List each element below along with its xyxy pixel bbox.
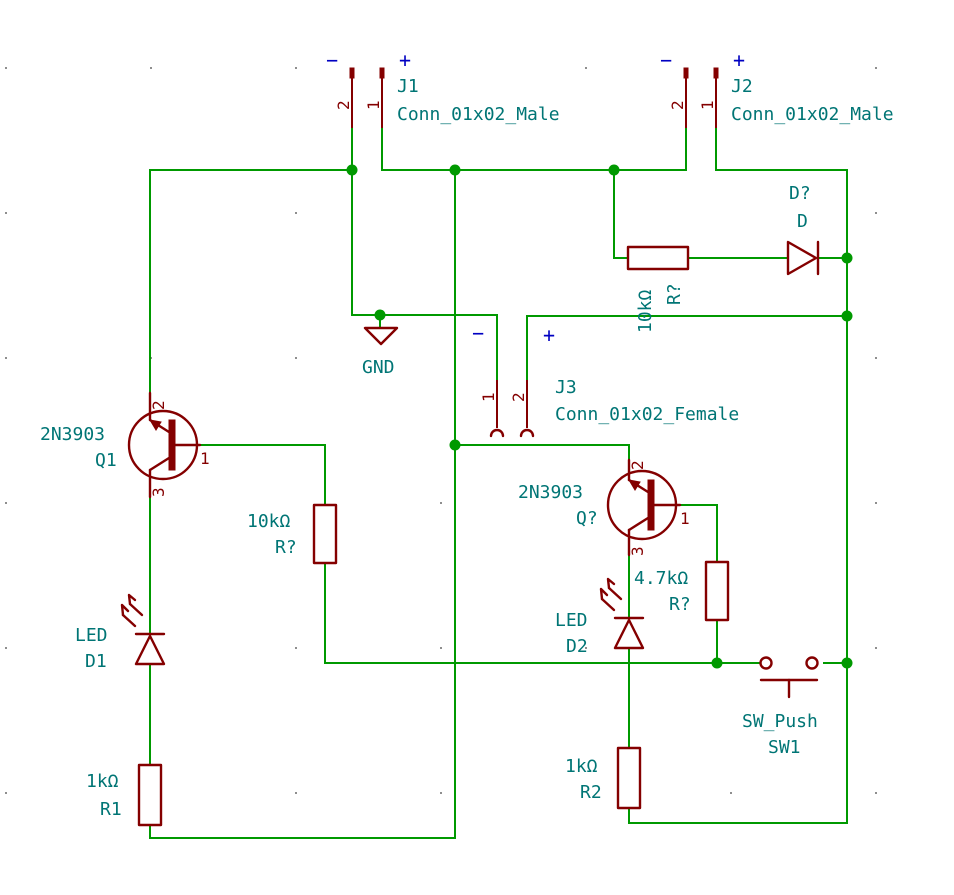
q2-pin3-number: 3	[628, 546, 647, 556]
resistor-r2: 1kΩ R2	[565, 746, 642, 810]
j3-pin1-number: 1	[479, 392, 498, 402]
gnd-label: GND	[362, 357, 395, 378]
j2-pin1-number: 1	[698, 100, 717, 110]
q2-value: 2N3903	[518, 482, 583, 503]
j1-ref: J1	[397, 76, 419, 97]
switch-ref: SW1	[768, 737, 801, 758]
resistor-q1-base: 10kΩ R?	[247, 503, 338, 565]
grid	[5, 67, 877, 794]
j3-plus-label: +	[543, 323, 555, 347]
transistor-q1: 2 3 1 2N3903 Q1	[40, 391, 210, 499]
q2-pin2-number: 2	[628, 460, 647, 470]
gnd-symbol: GND	[362, 326, 399, 378]
resistor-r1-ref: R1	[100, 799, 122, 820]
led-d2-ref: D2	[566, 636, 588, 657]
q2-pin1-number: 1	[680, 509, 690, 528]
j3-pin2-number: 2	[509, 392, 528, 402]
q1-pin1-number: 1	[200, 449, 210, 468]
connector-j2: 2 1 − + J2 Conn_01x02_Male	[660, 48, 894, 128]
connector-j3: 1 2 − + J3 Conn_01x02_Female	[472, 321, 739, 438]
q2-ref: Q?	[576, 508, 598, 529]
resistor-top-ref: R?	[664, 283, 685, 305]
j3-minus-label: −	[472, 321, 484, 345]
j1-pin1-number: 1	[364, 100, 383, 110]
resistor-top: 10kΩ R?	[626, 245, 690, 333]
j2-value: Conn_01x02_Male	[731, 104, 894, 125]
j1-value: Conn_01x02_Male	[397, 104, 560, 125]
led-d2: LED D2	[555, 577, 645, 657]
resistor-q2-base-value: 4.7kΩ	[634, 568, 688, 589]
j1-pin2-number: 2	[334, 100, 353, 110]
j2-plus-label: +	[733, 48, 745, 72]
q1-pin2-number: 2	[149, 400, 168, 410]
junctions	[346, 164, 853, 669]
resistor-top-value: 10kΩ	[635, 289, 656, 333]
diode-top-ref: D?	[789, 183, 811, 204]
diode-top-value: D	[797, 211, 808, 232]
q1-pin3-number: 3	[149, 487, 168, 497]
led-d1-ref: D1	[85, 651, 107, 672]
wires	[149, 127, 848, 839]
resistor-r1-value: 1kΩ	[86, 771, 119, 792]
led-d1-value: LED	[75, 625, 108, 646]
push-switch-sw1: SW_Push SW1	[742, 656, 819, 758]
connector-j1: 2 1 − + J1 Conn_01x02_Male	[326, 48, 560, 128]
led-d1: LED D1	[75, 593, 166, 672]
led-d2-value: LED	[555, 610, 588, 631]
j3-ref: J3	[555, 377, 577, 398]
transistor-q2: 2 3 1 2N3903 Q?	[518, 458, 690, 557]
resistor-r2-ref: R2	[580, 782, 602, 803]
q1-ref: Q1	[95, 450, 117, 471]
resistor-r1: 1kΩ R1	[86, 763, 163, 827]
switch-value: SW_Push	[742, 711, 818, 732]
resistor-q2-base: 4.7kΩ R?	[634, 560, 730, 622]
diode-top: D? D	[786, 183, 820, 276]
j1-minus-label: −	[326, 48, 338, 72]
resistor-q2-base-ref: R?	[669, 594, 691, 615]
resistor-q1-base-ref: R?	[275, 537, 297, 558]
resistor-r2-value: 1kΩ	[565, 756, 598, 777]
j3-value: Conn_01x02_Female	[555, 404, 739, 425]
j2-ref: J2	[731, 76, 753, 97]
j2-pin2-number: 2	[668, 100, 687, 110]
q1-value: 2N3903	[40, 424, 105, 445]
j2-minus-label: −	[660, 48, 672, 72]
j1-plus-label: +	[399, 48, 411, 72]
resistor-q1-base-value: 10kΩ	[247, 511, 291, 532]
